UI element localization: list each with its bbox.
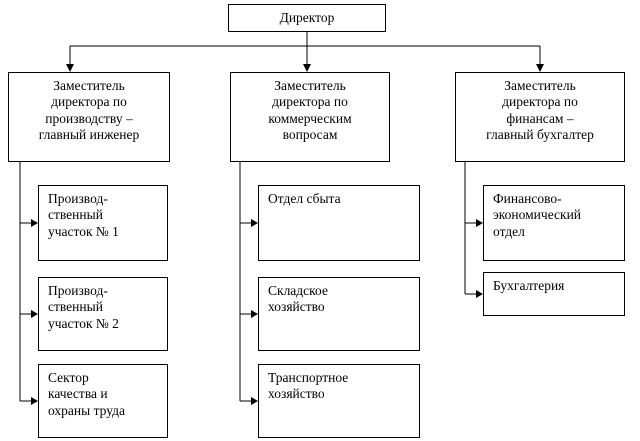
arrow-down-center [303,64,311,72]
node-sales-department: Отдел сбыта [258,185,420,261]
node-transport: Транспортное хозяйство [258,364,420,438]
arrow-right-center-3 [251,397,258,405]
node-deputy-finance: Заместитель директора по финансам – глав… [455,72,625,162]
node-warehouse: Складское хозяйство [258,277,420,351]
arrow-down-right [536,64,544,72]
node-accounting: Бухгалтерия [483,272,625,316]
node-quality-sector: Сектор качества и охраны труда [38,364,168,438]
arrow-right-left-1 [31,219,38,227]
node-finance-department: Финансово- экономический отдел [483,185,625,261]
arrow-right-center-1 [251,219,258,227]
node-deputy-commercial: Заместитель директора по коммерческим во… [230,72,390,162]
node-production-site-2: Производ- ственный участок № 2 [38,277,168,351]
arrow-right-center-2 [251,310,258,318]
node-director: Директор [228,4,386,32]
arrow-right-left-2 [31,310,38,318]
arrow-right-left-3 [31,397,38,405]
node-production-site-1: Производ- ственный участок № 1 [38,185,168,261]
arrow-right-right-1 [476,219,483,227]
arrow-right-right-2 [476,290,483,298]
node-deputy-production: Заместитель директора по производству – … [8,72,170,162]
arrow-down-left [66,64,74,72]
